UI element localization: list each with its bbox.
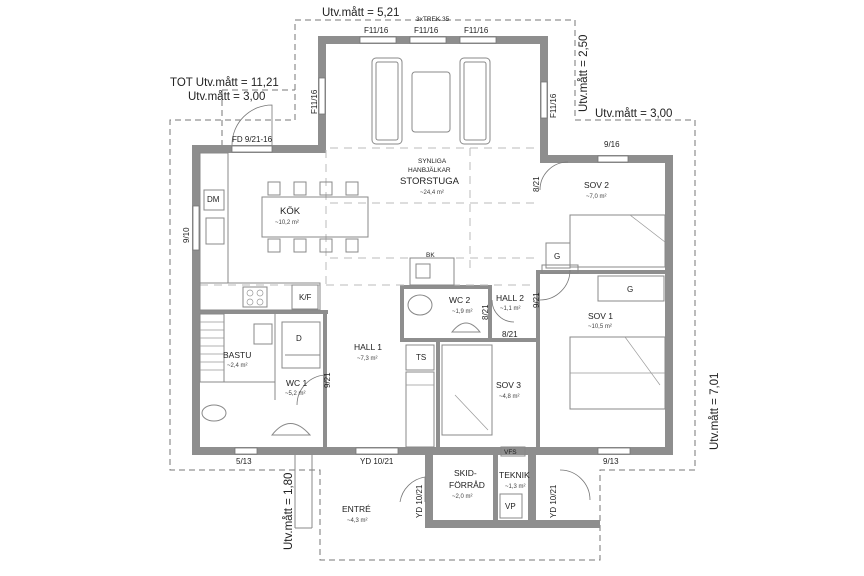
wc1-area: ~5,2 m² xyxy=(285,391,306,397)
fixture-vfs: VFS xyxy=(504,449,517,456)
hall1-area: ~7,3 m² xyxy=(357,356,378,362)
room-hall2: HALL 2 ~1,1 m² xyxy=(496,293,524,312)
window-label-sov2: 9/16 xyxy=(604,140,620,149)
wc1-name: WC 1 xyxy=(286,378,308,388)
room-skidforrad: SKID- FÖRRÅD ~2,0 m² xyxy=(449,468,485,500)
kok-name: KÖK xyxy=(280,206,301,217)
window-label-kitchen: 9/10 xyxy=(182,227,191,243)
storstuga-name: STORSTUGA xyxy=(400,176,460,187)
room-sov1: SOV 1 ~10,5 m² xyxy=(588,311,613,330)
fixture-dm: DM xyxy=(207,195,220,204)
skid-area: ~2,0 m² xyxy=(452,494,473,500)
dim-right-top-vertical: Utv.mått = 2,50 xyxy=(578,35,590,112)
teknik-name: TEKNIK xyxy=(499,470,530,480)
window-label-fd: FD 9/21-16 xyxy=(232,135,273,144)
sov3-area: ~4,8 m² xyxy=(499,394,520,400)
storstuga-area: ~24,4 m² xyxy=(420,190,444,196)
room-entre: ENTRÉ ~4,3 m² xyxy=(342,504,371,524)
hall1-name: HALL 1 xyxy=(354,342,382,352)
door-label-yd-left: YD 10/21 xyxy=(360,457,394,466)
room-bastu: BASTU ~2,4 m² xyxy=(223,350,251,369)
sov1-name: SOV 1 xyxy=(588,311,613,321)
door-label-yd-right: YD 10/21 xyxy=(549,484,558,518)
sofa-group xyxy=(371,57,491,145)
storstuga-note-1: SYNLIGA xyxy=(418,158,447,165)
sov2-area: ~7,0 m² xyxy=(586,194,607,200)
room-wc1: WC 1 ~5,2 m² xyxy=(285,378,308,397)
teknik-box xyxy=(499,264,579,519)
bed-sov1 xyxy=(569,275,666,410)
dim-tot: TOT Utv.mått = 11,21 xyxy=(170,77,279,89)
storstuga-note-2: HANBJÄLKAR xyxy=(408,166,451,174)
teknik-area: ~1,3 m² xyxy=(505,484,526,490)
door-label-wc2: 8/21 xyxy=(481,304,490,320)
dim-bottom-left-vertical: Utv.mått = 1,80 xyxy=(283,473,295,550)
skid-line1: SKID- xyxy=(454,468,477,478)
door-label-yd-entry: YD 10/21 xyxy=(415,484,424,518)
door-label-sov2: 8/21 xyxy=(532,176,541,192)
window-label-lounge-left: F11/16 xyxy=(310,89,319,114)
wc2-area: ~1,9 m² xyxy=(452,309,473,315)
fixture-kf: K/F xyxy=(299,293,312,302)
roof-beams xyxy=(200,147,536,286)
bed-sov3 xyxy=(441,344,493,436)
window-label-bottom-left: 5/13 xyxy=(236,457,252,466)
hall2-area: ~1,1 m² xyxy=(500,306,521,312)
window-label-bottom-right: 9/13 xyxy=(603,457,619,466)
room-kok: KÖK ~10,2 m² xyxy=(275,206,301,226)
dining-table xyxy=(261,181,369,253)
fixture-ts: TS xyxy=(416,353,426,362)
dim-right-vertical: Utv.mått = 7,01 xyxy=(709,373,721,450)
fixture-bk: BK xyxy=(426,252,435,259)
entry-stairs xyxy=(294,455,313,529)
wc2-name: WC 2 xyxy=(449,295,471,305)
fixture-g-sov2: G xyxy=(554,252,560,261)
fireplace xyxy=(409,257,455,286)
room-hall1: HALL 1 ~7,3 m² xyxy=(354,342,382,362)
door-label-sov3: 8/21 xyxy=(502,330,518,339)
room-wc2: WC 2 ~1,9 m² xyxy=(449,295,473,315)
dim-left-top: Utv.mått = 3,00 xyxy=(188,91,265,103)
room-storstuga: SYNLIGA HANBJÄLKAR STORSTUGA ~24,4 m² xyxy=(400,158,460,196)
room-sov3: SOV 3 ~4,8 m² xyxy=(496,380,521,400)
kitchen-counters xyxy=(199,152,321,311)
dimension-outline xyxy=(169,19,696,561)
wc1-fixtures xyxy=(201,321,321,436)
sov3-name: SOV 3 xyxy=(496,380,521,390)
entre-name: ENTRÉ xyxy=(342,504,371,514)
dim-top: Utv.mått = 5,21 xyxy=(322,7,399,19)
bastu-name: BASTU xyxy=(223,350,251,360)
window-label-top-2: F11/16 xyxy=(414,26,439,35)
skid-line2: FÖRRÅD xyxy=(449,480,485,490)
door-label-hall2: 9/21 xyxy=(532,292,541,308)
fixture-vp: VP xyxy=(505,502,516,511)
door-swings xyxy=(231,104,591,503)
bastu-area: ~2,4 m² xyxy=(227,363,248,369)
kok-area: ~10,2 m² xyxy=(275,220,299,226)
window-label-top-3: F11/16 xyxy=(464,26,489,35)
wc2-fixtures xyxy=(407,294,482,333)
hall2-name: HALL 2 xyxy=(496,293,524,303)
bed-sov2 xyxy=(545,214,666,269)
fixture-g-sov1: G xyxy=(627,285,633,294)
window-openings xyxy=(192,36,631,455)
door-label-wc1: 9/21 xyxy=(323,372,332,388)
sov1-area: ~10,5 m² xyxy=(588,324,612,330)
dim-right-top: Utv.mått = 3,00 xyxy=(595,108,672,120)
fixture-d: D xyxy=(296,334,302,343)
room-sov2: SOV 2 ~7,0 m² xyxy=(584,180,609,200)
sov2-name: SOV 2 xyxy=(584,180,609,190)
entre-area: ~4,3 m² xyxy=(347,518,368,524)
window-label-top-1: F11/16 xyxy=(364,26,389,35)
room-teknik: TEKNIK ~1,3 m² xyxy=(499,470,530,490)
wardrobe xyxy=(405,344,435,448)
sauna-benches xyxy=(199,313,276,400)
dim-stair: 3xTREK.35 xyxy=(416,16,450,23)
window-label-lounge-right: F11/16 xyxy=(549,93,558,118)
